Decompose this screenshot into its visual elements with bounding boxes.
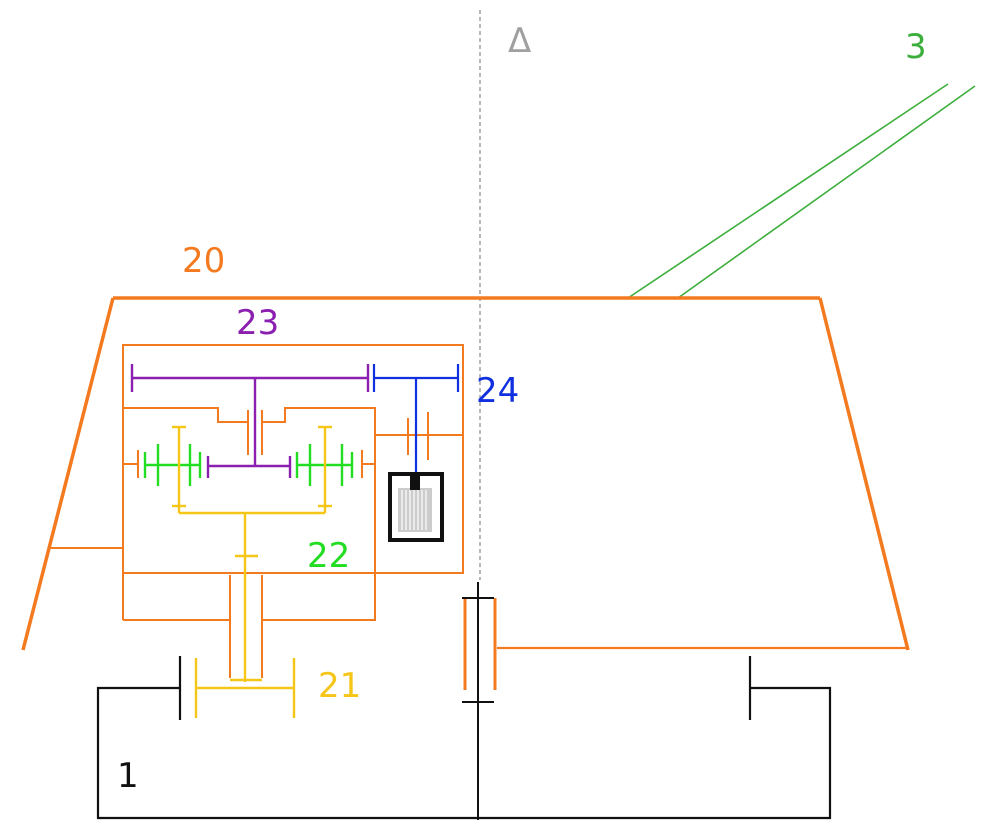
part-20-label: 20 [182,241,225,281]
part-23-shaft [130,364,370,478]
part-24-label: 24 [476,371,519,411]
part-3-lines [627,83,976,299]
output-bearing [229,575,263,678]
part-1-base [96,656,832,820]
part-24-shaft [372,364,460,476]
delta-symbol: Δ [508,21,531,61]
part-3-label: 3 [905,27,927,67]
central-bearing [462,582,497,820]
part-21-carrier [172,425,332,718]
part-22-gears [143,444,354,486]
part-22-label: 22 [307,536,350,576]
part-23-label: 23 [236,303,279,343]
part-20-housing [21,296,910,651]
part-1-label: 1 [117,756,139,796]
motor-icon [388,472,444,542]
part-21-label: 21 [318,666,361,706]
gearbox-housing [50,344,464,621]
